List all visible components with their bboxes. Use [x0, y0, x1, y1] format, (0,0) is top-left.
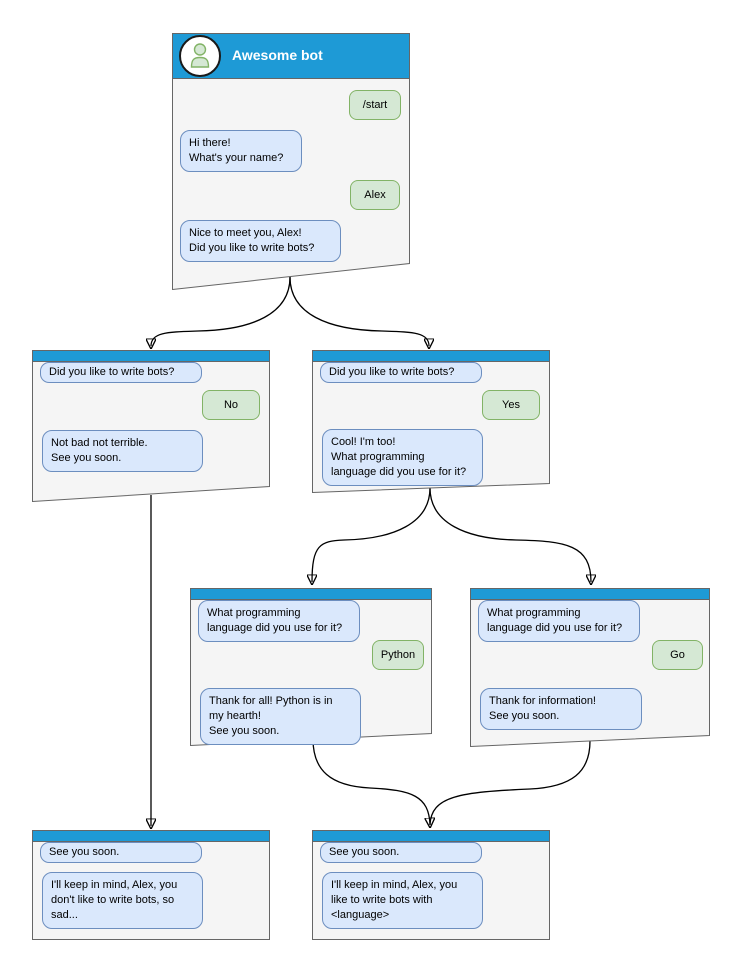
chat-window-end-no: See you soon. I'll keep in mind, Alex, y… [32, 830, 270, 940]
user-message-bubble: Python [372, 640, 424, 670]
bot-message-bubble: I'll keep in mind, Alex, you don't like … [42, 872, 203, 929]
bot-message-bubble: Hi there! What's your name? [180, 130, 302, 172]
bot-message-bubble: See you soon. [320, 842, 482, 863]
chat-window-end-yes: See you soon. I'll keep in mind, Alex, y… [312, 830, 550, 940]
bot-message-bubble: I'll keep in mind, Alex, you like to wri… [322, 872, 483, 929]
bot-message-bubble: Did you like to write bots? [320, 362, 482, 383]
user-message-bubble: /start [349, 90, 401, 120]
chat-window-branch-no: Did you like to write bots? No Not bad n… [32, 350, 270, 502]
bot-message-bubble: Thank for all! Python is in my hearth! S… [200, 688, 361, 745]
bot-message-bubble: What programming language did you use fo… [478, 600, 640, 642]
window-title: Awesome bot [232, 47, 323, 63]
bot-message-bubble: Cool! I'm too! What programming language… [322, 429, 483, 486]
bot-message-bubble: Thank for information! See you soon. [480, 688, 642, 730]
chat-window-branch-yes: Did you like to write bots? Yes Cool! I'… [312, 350, 550, 493]
bot-message-bubble: Not bad not terrible. See you soon. [42, 430, 203, 472]
bot-message-bubble: See you soon. [40, 842, 202, 863]
bot-message-bubble: Nice to meet you, Alex! Did you like to … [180, 220, 341, 262]
user-message-bubble: Alex [350, 180, 400, 210]
user-message-bubble: No [202, 390, 260, 420]
user-message-bubble: Go [652, 640, 703, 670]
chat-window-main: Awesome bot /start Hi there! What's your… [172, 33, 410, 290]
bot-message-bubble: Did you like to write bots? [40, 362, 202, 383]
bot-message-bubble: What programming language did you use fo… [198, 600, 360, 642]
user-message-bubble: Yes [482, 390, 540, 420]
bot-avatar-icon [179, 35, 221, 77]
chat-window-branch-go: What programming language did you use fo… [470, 588, 710, 747]
chat-window-branch-python: What programming language did you use fo… [190, 588, 432, 746]
